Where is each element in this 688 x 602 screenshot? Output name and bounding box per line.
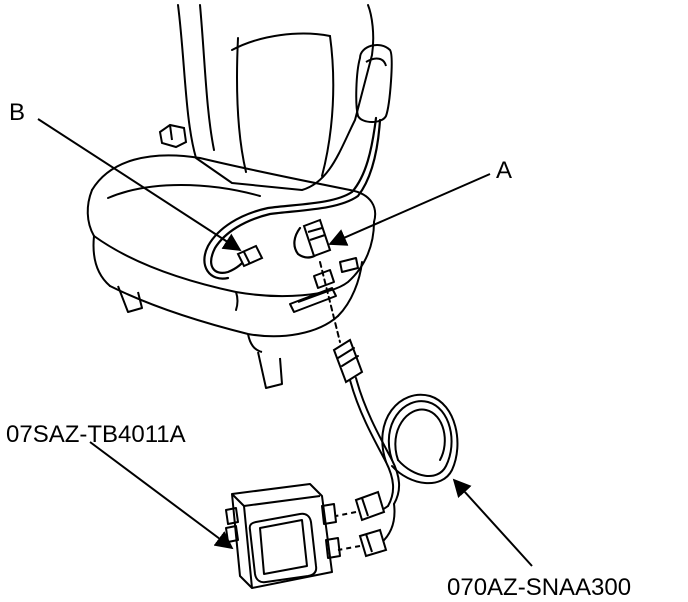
seat-base (117, 285, 283, 389)
connector-b (236, 244, 264, 268)
arrow-diag-tool (89, 441, 234, 550)
seat-wiring-harness (203, 116, 382, 280)
arrow-b (37, 118, 242, 251)
seat-side-panel (355, 43, 393, 123)
harness-plug-upper (354, 490, 386, 522)
label-a: A (496, 157, 513, 184)
label-harness: 070AZ-SNAA300 (447, 574, 632, 601)
plug-guide-lines (335, 511, 361, 551)
arrow-a (328, 173, 491, 246)
seat-hook (158, 123, 188, 149)
seat-side-controls (289, 257, 359, 313)
harness-cable (319, 261, 459, 545)
seat-cushion (86, 154, 377, 338)
connector-a (302, 218, 332, 258)
harness-plug-lower (358, 528, 388, 558)
diagnostic-tool-box (225, 483, 341, 589)
label-diagnostic-tool: 07SAZ-TB4011A (6, 421, 186, 448)
leader-arrows (37, 118, 533, 567)
label-b: B (9, 99, 26, 126)
seat-backrest (177, 4, 375, 191)
arrow-harness (452, 478, 533, 567)
